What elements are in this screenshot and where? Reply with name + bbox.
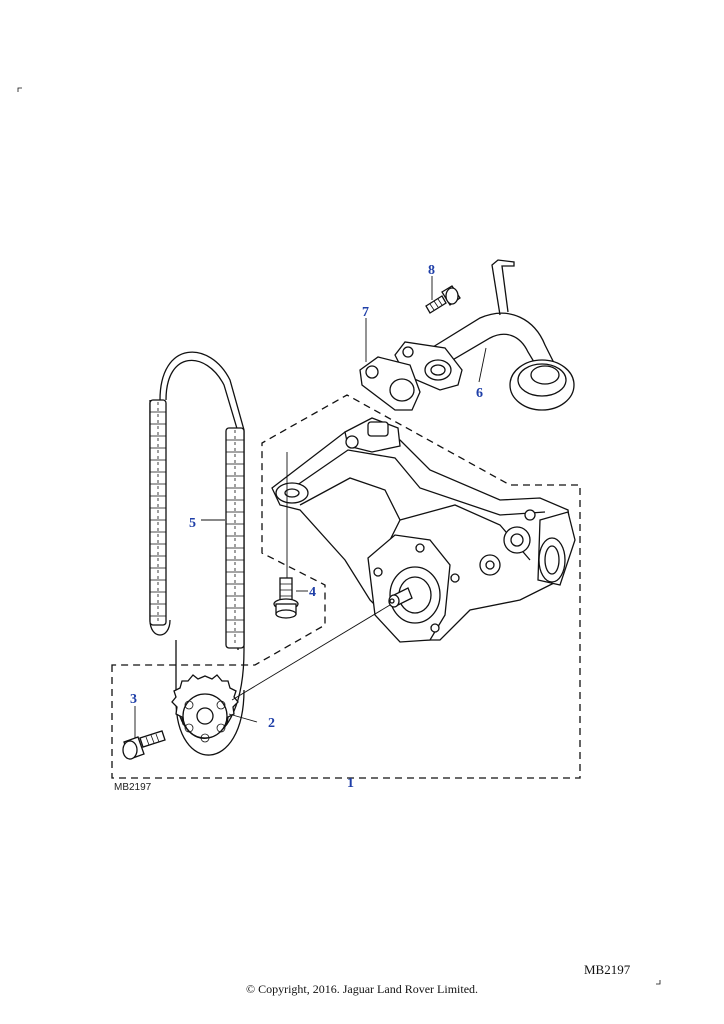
figure-reference: MB2197: [114, 782, 152, 793]
callout-6: 6: [476, 386, 483, 401]
timing-chain: [149, 351, 245, 756]
callout-1: 1: [347, 776, 354, 791]
oil-pickup-pipe: [394, 259, 575, 411]
oil-pump-body: [271, 417, 576, 643]
pump-mounting-bolt: [273, 577, 299, 619]
corner-reference: MB2197: [584, 962, 631, 977]
oil-pump-sprocket: [171, 674, 239, 743]
sprocket-bolt: [122, 730, 166, 760]
copyright-notice: © Copyright, 2016. Jaguar Land Rover Lim…: [245, 982, 479, 996]
corner-mark-top-left: [17, 87, 22, 92]
callout-4: 4: [309, 585, 316, 600]
callout-8: 8: [428, 263, 435, 278]
callout-5: 5: [189, 516, 196, 531]
callout-3: 3: [130, 692, 137, 707]
pickup-gasket: [359, 356, 421, 411]
pickup-pipe-bolt: [425, 285, 461, 314]
assembly-boundary-dashed: [111, 394, 581, 779]
callout-7: 7: [362, 305, 369, 320]
leader-lines: [134, 276, 487, 738]
corner-mark-bottom-right: [656, 980, 661, 985]
callout-2: 2: [268, 716, 275, 731]
